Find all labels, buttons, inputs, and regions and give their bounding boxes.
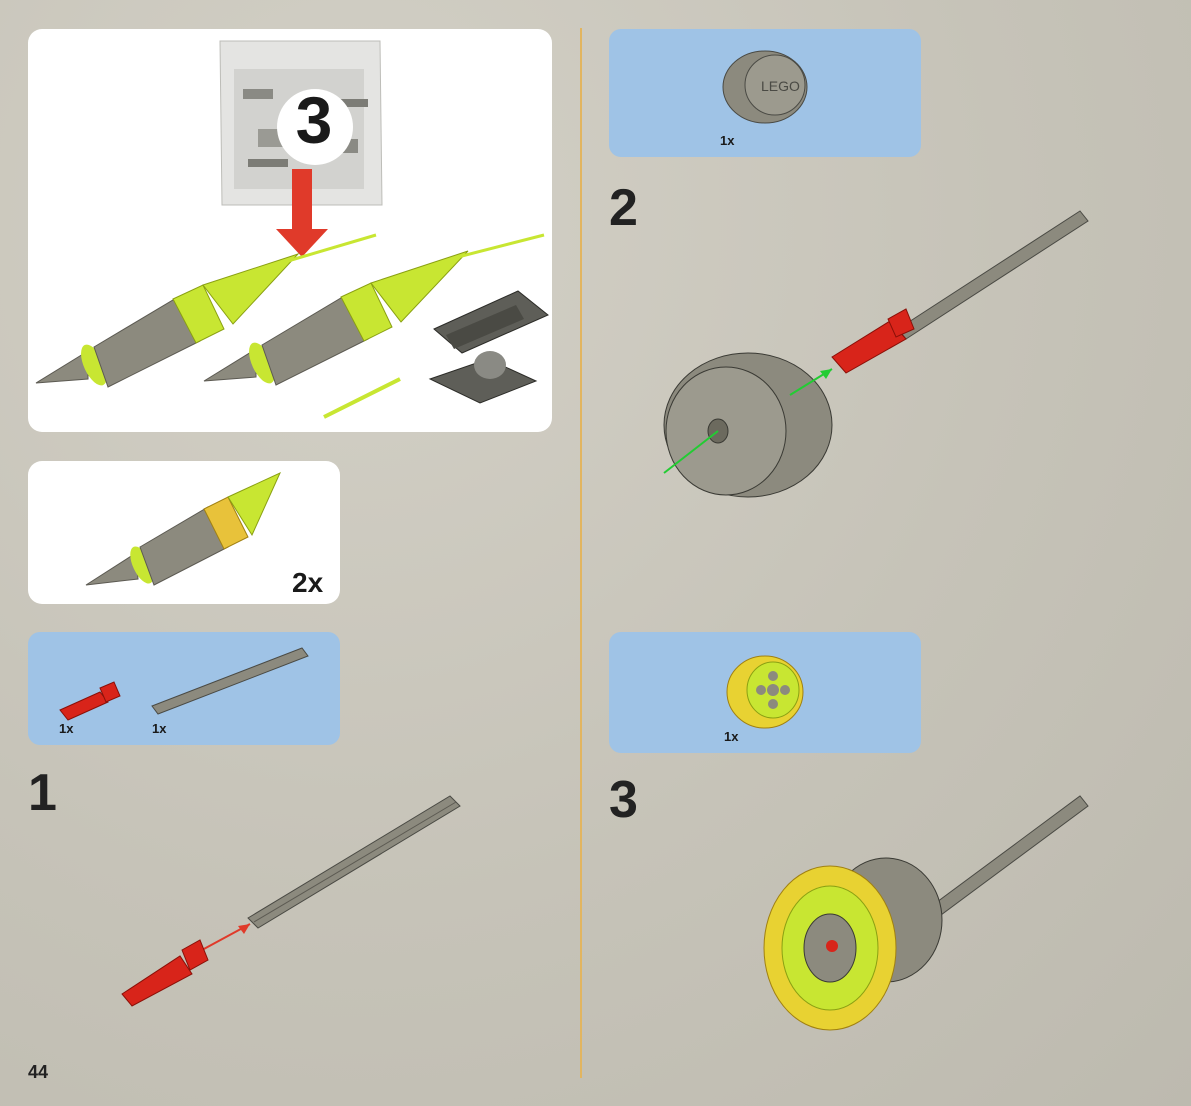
gray-wheel-hub-icon: LEGO <box>715 41 815 131</box>
step3-parts-panel: 1x <box>609 632 921 753</box>
step1-illustration <box>110 790 470 1020</box>
step2-number: 2 <box>609 182 638 234</box>
subassembly-multiplier: 2x <box>292 567 323 599</box>
step1-parts-panel: 1x 1x <box>28 632 340 745</box>
yellow-tire-rim-icon <box>719 648 819 738</box>
stand-assembly <box>430 291 548 403</box>
gray-axle-icon <box>146 644 316 714</box>
page-number: 44 <box>28 1062 48 1083</box>
bag-number: 3 <box>274 87 354 153</box>
step1-part2-qty: 1x <box>152 721 166 736</box>
step3-illustration <box>760 790 1100 1050</box>
step2-part1-qty: 1x <box>720 133 734 148</box>
step1-part1-qty: 1x <box>59 721 73 736</box>
step1-number: 1 <box>28 767 57 819</box>
column-divider <box>580 28 582 1078</box>
svg-text:LEGO: LEGO <box>761 78 800 94</box>
step3-number: 3 <box>609 774 638 826</box>
step2-parts-panel: LEGO 1x <box>609 29 921 157</box>
step2-illustration <box>660 205 1100 505</box>
step3-part1-qty: 1x <box>724 729 738 744</box>
subassembly-panel: 2x <box>28 461 340 604</box>
overview-panel: 3 <box>28 29 552 432</box>
